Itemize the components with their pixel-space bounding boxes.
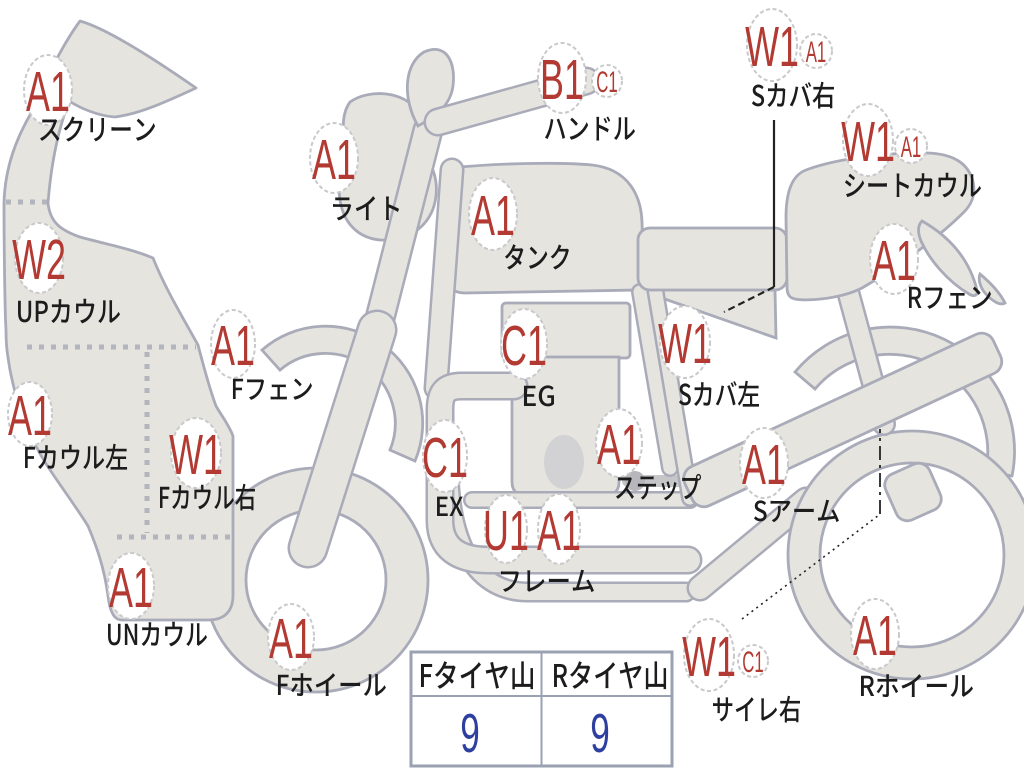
svg-text:A1: A1 bbox=[312, 129, 356, 192]
svg-text:B1: B1 bbox=[540, 49, 584, 112]
svg-text:A1: A1 bbox=[26, 61, 70, 124]
svg-text:W1: W1 bbox=[169, 424, 223, 487]
svg-text:A1: A1 bbox=[806, 36, 827, 69]
svg-text:A1: A1 bbox=[901, 131, 922, 164]
svg-text:W2: W2 bbox=[12, 229, 66, 292]
svg-text:W1: W1 bbox=[682, 626, 736, 689]
svg-text:A1: A1 bbox=[8, 385, 52, 448]
svg-text:W1: W1 bbox=[658, 313, 712, 376]
svg-text:A1: A1 bbox=[742, 434, 786, 497]
svg-text:W1: W1 bbox=[745, 16, 799, 79]
svg-text:A1: A1 bbox=[853, 605, 897, 668]
svg-text:W1: W1 bbox=[841, 111, 895, 174]
svg-text:A1: A1 bbox=[211, 315, 255, 378]
svg-text:9: 9 bbox=[460, 702, 480, 764]
svg-text:A1: A1 bbox=[471, 185, 515, 248]
svg-text:A1: A1 bbox=[597, 414, 641, 477]
svg-text:C1: C1 bbox=[596, 66, 617, 99]
svg-text:A1: A1 bbox=[269, 608, 313, 671]
svg-text:C1: C1 bbox=[501, 315, 547, 378]
svg-text:A1: A1 bbox=[109, 557, 153, 620]
svg-text:C1: C1 bbox=[422, 427, 468, 490]
svg-text:A1: A1 bbox=[537, 500, 581, 563]
svg-text:A1: A1 bbox=[872, 230, 916, 293]
svg-text:9: 9 bbox=[590, 702, 610, 764]
svg-text:C1: C1 bbox=[742, 646, 763, 679]
svg-text:U1: U1 bbox=[483, 500, 529, 563]
